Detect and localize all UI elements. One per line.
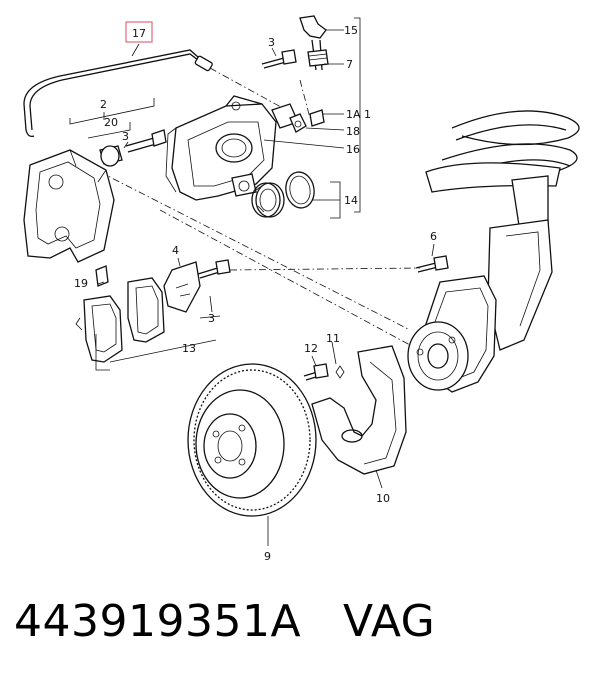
label-3-top: 3 (268, 36, 275, 49)
brand-name: VAG (343, 596, 436, 647)
highlight-box-17 (125, 21, 153, 43)
guide-pin-set (99, 129, 167, 167)
spring-plate (163, 259, 231, 313)
label-1A: 1A (346, 108, 361, 121)
steering-knuckle (407, 275, 497, 393)
callout-labels: 17 15 3 7 1A 1 18 16 14 2 20 3 4 19 3 13… (74, 24, 437, 563)
splash-shield (303, 345, 407, 475)
label-9: 9 (264, 550, 271, 563)
brake-pads (75, 265, 165, 363)
label-18: 18 (346, 125, 360, 138)
bolt-top (261, 49, 297, 69)
brake-hose (23, 49, 213, 138)
label-2: 2 (100, 98, 107, 111)
label-12: 12 (304, 342, 318, 355)
label-7: 7 (346, 58, 353, 71)
bleed-valve-set (271, 15, 329, 133)
assembly-lines (99, 67, 421, 346)
label-14: 14 (344, 194, 358, 207)
label-20: 20 (104, 116, 118, 129)
label-6: 6 (430, 230, 437, 243)
label-16: 16 (346, 143, 360, 156)
label-19: 19 (74, 277, 88, 290)
label-11: 11 (326, 332, 340, 345)
caliper-housing (165, 95, 277, 201)
label-15: 15 (344, 24, 358, 37)
brake-disc (187, 363, 317, 517)
label-13: 13 (182, 342, 196, 355)
caliper-carrier (23, 149, 115, 263)
seal-kit (251, 171, 315, 218)
label-4: 4 (172, 244, 179, 257)
bolt-knuckle (415, 255, 449, 273)
group-brackets (69, 17, 361, 371)
part-number-footer: 443919351A VAG (14, 596, 435, 647)
label-17: 17 (132, 27, 146, 40)
part-number: 443919351A (14, 596, 302, 647)
label-10: 10 (376, 492, 390, 505)
leader-lines (97, 29, 435, 546)
label-1: 1 (364, 108, 371, 121)
label-3-guide: 3 (122, 130, 129, 143)
label-3-plate: 3 (208, 312, 215, 325)
